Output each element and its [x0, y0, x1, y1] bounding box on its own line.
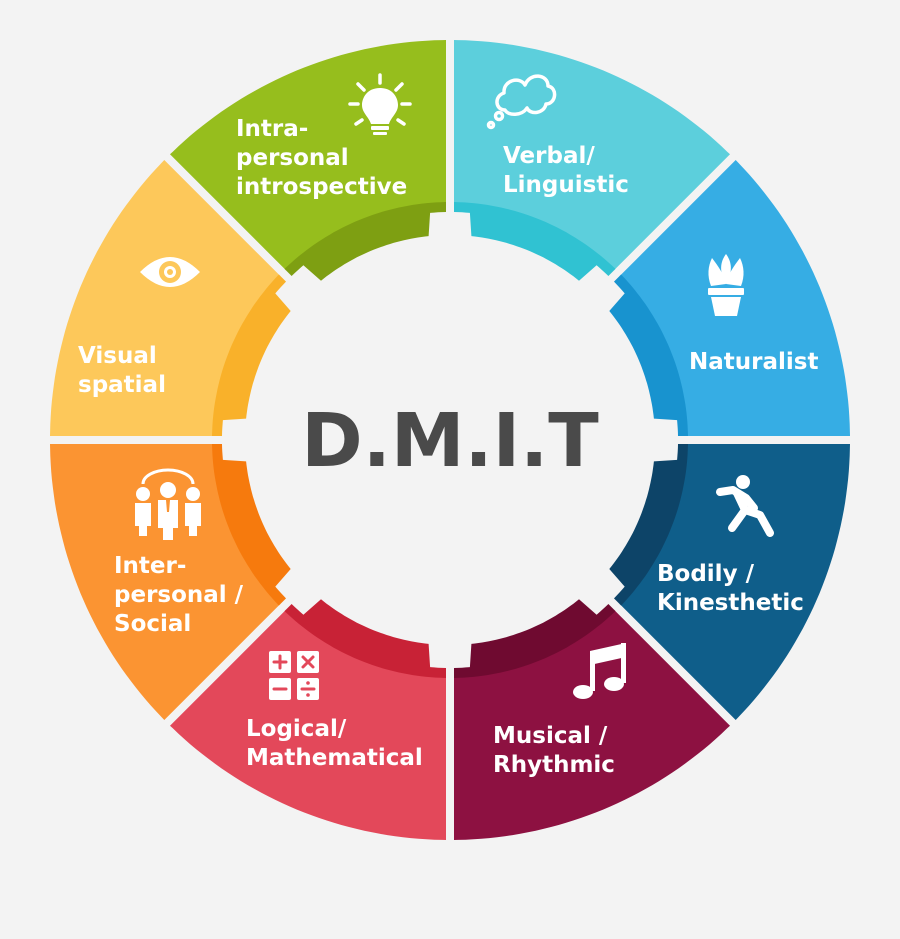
thought-bubble-icon	[486, 74, 557, 130]
label-bodily: Bodily / Kinesthetic	[657, 561, 804, 616]
light-bulb-icon	[348, 73, 412, 135]
label-logical: Logical/ Mathematical	[246, 716, 423, 771]
segment-bodily	[619, 444, 850, 720]
label-naturalist: Naturalist	[689, 349, 818, 375]
segment-logical	[170, 609, 446, 840]
segment-interpersonal	[50, 444, 281, 720]
segment-musical	[454, 609, 730, 840]
people-group-icon	[135, 468, 201, 540]
label-interpersonal: Inter- personal / Social	[114, 553, 251, 637]
label-visual: Visual spatial	[78, 343, 166, 398]
label-intrapersonal: Intra- personal introspective	[236, 116, 407, 200]
music-note-icon	[573, 643, 626, 699]
segment-visual	[50, 160, 281, 436]
running-person-icon	[716, 475, 774, 537]
segment-verbal	[454, 40, 730, 271]
calculator-icon	[269, 651, 319, 700]
label-musical: Musical / Rhythmic	[493, 723, 615, 778]
label-verbal: Verbal/ Linguistic	[503, 143, 629, 198]
center-title: D.M.I.T	[301, 398, 599, 484]
center-gear	[222, 212, 678, 668]
eye-icon	[140, 257, 200, 287]
potted-plant-icon	[708, 254, 744, 316]
